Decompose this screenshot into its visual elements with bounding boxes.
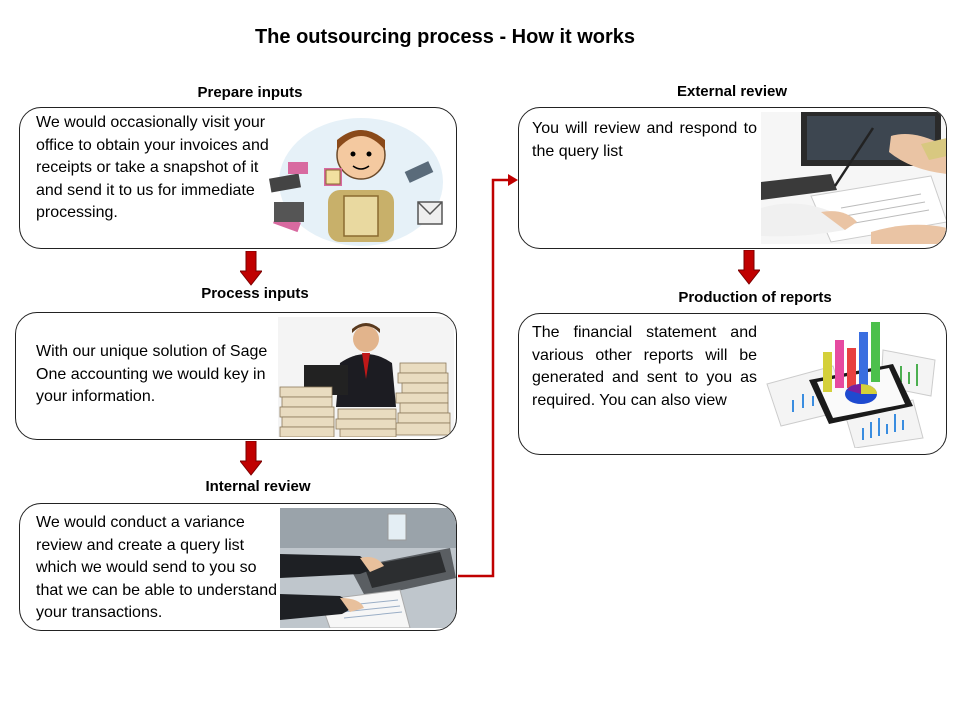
process-box: With our unique solution of Sage One acc… [15, 312, 457, 440]
person-with-documents-illustration [268, 110, 454, 248]
flow-arrow-down-1 [240, 251, 262, 287]
external-heading: External review [676, 83, 788, 100]
internal-heading: Internal review [205, 478, 311, 495]
external-box: You will review and respond to the query… [518, 107, 947, 249]
man-with-paper-stacks-photo [278, 317, 454, 437]
prepare-text: We would occasionally visit your office … [36, 114, 269, 221]
internal-box: We would conduct a variance review and c… [19, 503, 457, 631]
process-text: With our unique solution of Sage One acc… [36, 343, 268, 405]
external-text: You will review and respond to the query… [532, 120, 757, 160]
flow-arrow-down-2 [240, 441, 262, 477]
reports-heading: Production of reports [678, 289, 832, 306]
signing-document-photo [761, 112, 946, 244]
prepare-heading: Prepare inputs [197, 84, 303, 101]
hands-on-laptop-photo [280, 508, 456, 628]
reports-box: The financial statement and various othe… [518, 313, 947, 455]
flow-arrow-down-3 [738, 250, 760, 286]
process-heading: Process inputs [201, 285, 309, 302]
page-title: The outsourcing process - How it works [254, 26, 636, 48]
reports-text: The financial statement and various othe… [532, 324, 757, 409]
prepare-box: We would occasionally visit your office … [19, 107, 457, 249]
flow-connector-internal-to-external [456, 172, 520, 582]
reports-charts-illustration [763, 320, 943, 448]
internal-text: We would conduct a variance review and c… [36, 514, 278, 621]
